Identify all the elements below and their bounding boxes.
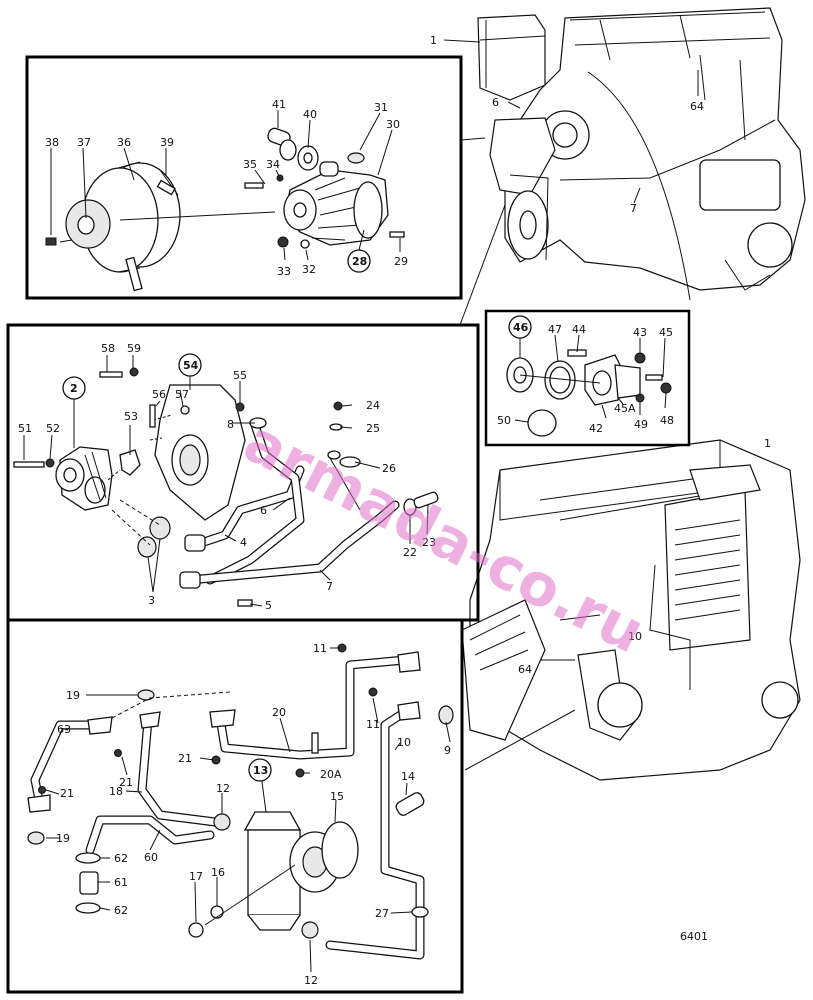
circled-callout	[62, 376, 86, 400]
callout-label: 30	[386, 118, 400, 131]
callout-label: 7	[630, 202, 637, 215]
callout-label: 8	[227, 418, 234, 431]
callout-label: 63	[57, 723, 71, 736]
callout-label: 9	[444, 744, 451, 757]
callout-label: 28	[352, 255, 367, 268]
callout-label: 20A	[320, 768, 342, 781]
pulley	[65, 161, 181, 292]
callout-label: 52	[46, 422, 60, 435]
callout-label: 39	[160, 136, 174, 149]
callout-label: 2	[70, 382, 78, 395]
callout-label: 51	[18, 422, 32, 435]
thermostat-body-2	[55, 446, 113, 511]
callout-label: 59	[127, 342, 141, 355]
thermostat-panel	[484, 309, 691, 447]
callout-label: 29	[394, 255, 408, 268]
callout-label: 64	[518, 663, 532, 676]
circled-callout	[178, 353, 202, 377]
engine-view-top	[477, 7, 806, 301]
callout-label: 43	[633, 326, 647, 339]
callout-label: 25	[366, 422, 380, 435]
callout-label: 62	[114, 904, 128, 917]
callout-label: 58	[101, 342, 115, 355]
callout-label: 18	[109, 785, 123, 798]
callout-label: 6	[492, 96, 499, 109]
callout-label: 10	[628, 630, 642, 643]
circled-callout	[248, 758, 272, 782]
callout-label: 19	[56, 832, 70, 845]
callout-label: 23	[422, 536, 436, 549]
callout-label: 49	[634, 418, 648, 431]
callout-label: 3	[148, 594, 155, 607]
callout-label: 31	[374, 101, 388, 114]
callout-label: 64	[690, 100, 704, 113]
callout-label: 7	[326, 580, 333, 593]
callout-label: 21	[178, 752, 192, 765]
leader-lines	[23, 39, 699, 973]
callout-label: 4	[240, 536, 247, 549]
water-pump-panel	[25, 55, 463, 300]
callout-label: 32	[302, 263, 316, 276]
callout-label: 19	[66, 689, 80, 702]
coolant-pipes-lower-panel	[6, 618, 464, 994]
callout-label: 55	[233, 369, 247, 382]
callout-label: 16	[211, 866, 225, 879]
callout-label: 27	[375, 907, 389, 920]
filter-housing	[243, 811, 359, 931]
callout-label: 33	[277, 265, 291, 278]
callout-label: 22	[403, 546, 417, 559]
callout-label: 12	[216, 782, 230, 795]
figure-number: 6401	[680, 930, 708, 943]
callout-label: 24	[366, 399, 380, 412]
callout-label: 13	[253, 764, 268, 777]
callout-label: 1	[430, 34, 437, 47]
callout-label: 15	[330, 790, 344, 803]
callout-labels: 1 6 64 7 38 37 36 39 41 40 31 30 35 34 3…	[18, 34, 771, 987]
callout-label: 47	[548, 323, 562, 336]
callout-label: 36	[117, 136, 131, 149]
callout-label: 60	[144, 851, 158, 864]
callout-label: 12	[304, 974, 318, 987]
callout-label: 34	[266, 158, 280, 171]
callout-label: 11	[313, 642, 327, 655]
callout-label: 21	[119, 776, 133, 789]
callout-label: 53	[124, 410, 138, 423]
engine-view-bottom	[461, 439, 801, 781]
callout-label: 40	[303, 108, 317, 121]
callout-label: 21	[60, 787, 74, 800]
callout-label: 50	[497, 414, 511, 427]
callout-label: 45A	[614, 402, 636, 415]
callout-label: 11	[366, 718, 380, 731]
callout-label: 10	[397, 736, 411, 749]
callout-label: 45	[659, 326, 673, 339]
callout-label: 17	[189, 870, 203, 883]
circled-callout	[508, 315, 532, 339]
callout-label: 26	[382, 462, 396, 475]
callout-label: 20	[272, 706, 286, 719]
callout-label: 35	[243, 158, 257, 171]
callout-label: 42	[589, 422, 603, 435]
callout-label: 37	[77, 136, 91, 149]
callout-label: 1	[764, 437, 771, 450]
callout-label: 46	[513, 321, 529, 334]
callout-label: 48	[660, 414, 674, 427]
callout-label: 41	[272, 98, 286, 111]
callout-label: 54	[183, 359, 199, 372]
callout-label: 61	[114, 876, 128, 889]
callout-label: 5	[265, 599, 272, 612]
water-pump-body	[283, 169, 389, 246]
circled-callout	[347, 249, 371, 273]
callout-label: 6	[260, 504, 267, 517]
callout-label: 38	[45, 136, 59, 149]
callout-label: 44	[572, 323, 586, 336]
callout-label: 14	[401, 770, 415, 783]
callout-label: 56	[152, 388, 166, 401]
callout-label: 57	[175, 388, 189, 401]
callout-label: 62	[114, 852, 128, 865]
